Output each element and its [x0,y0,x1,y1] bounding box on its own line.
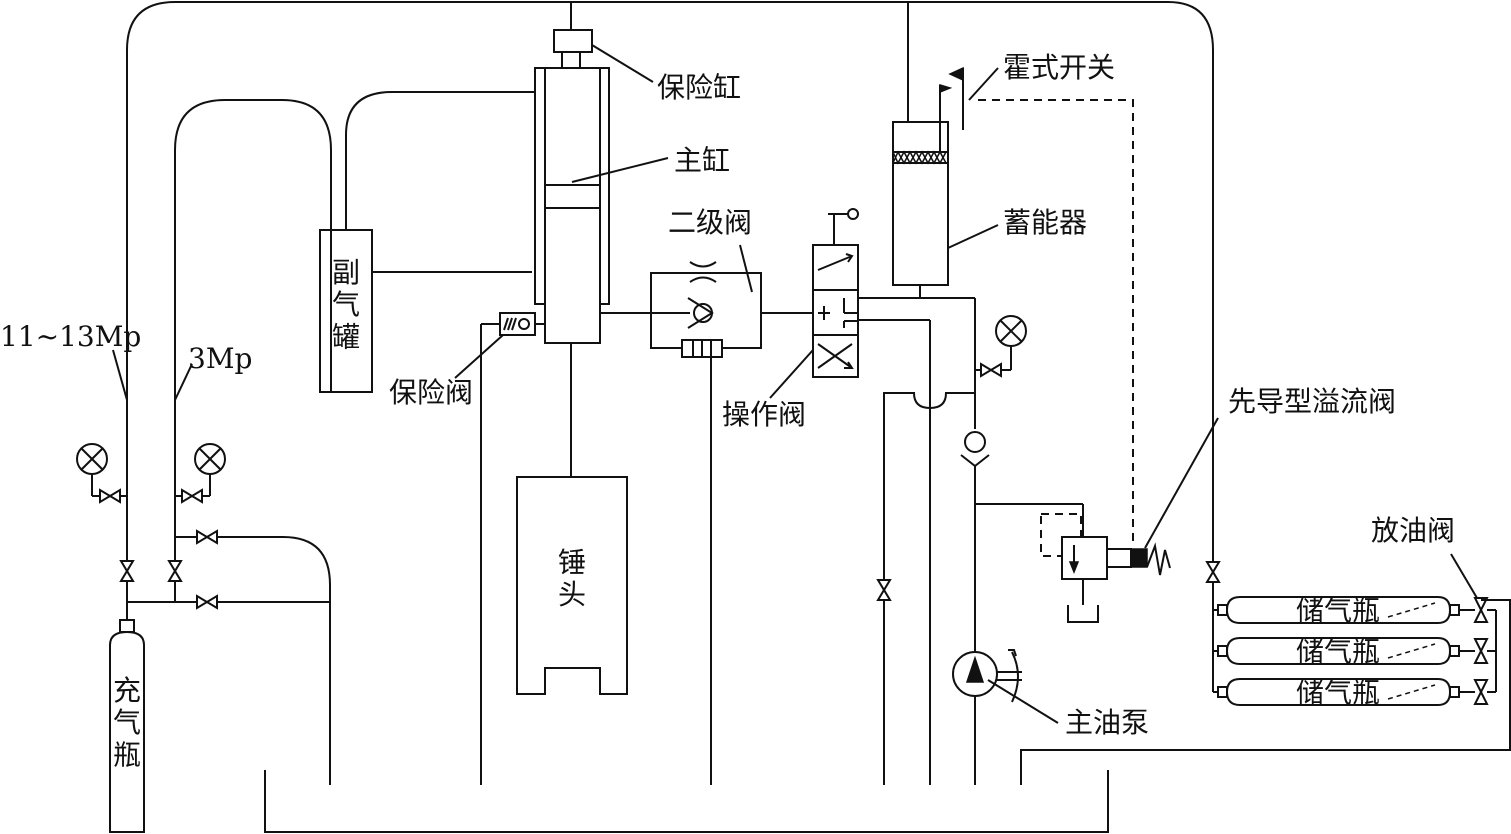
op-knob [847,208,859,220]
pipe [217,536,331,785]
gauge-high [76,443,108,497]
valve-gauge-low [175,488,203,504]
label-main-pump: 主油泵 [1065,706,1149,739]
valve-gauge-high [99,488,127,504]
relief-coil [1106,548,1132,568]
leader [987,679,1059,724]
relief-coil-core [1130,548,1148,568]
label-gas-bottle-1: 储气瓶 [1296,594,1380,627]
leader [769,349,814,399]
outer-gas-loop [126,0,1214,605]
relief-spring [1146,542,1171,576]
label-pressure-high: 11~13Mp [0,320,141,353]
secondary-orifice-1 [689,261,717,268]
check-valve [960,431,990,468]
pilot-relief-valve [1061,536,1108,580]
valve-branch-upper [196,529,218,545]
label-safety-valve: 保险阀 [389,376,473,409]
valve-return [876,579,892,601]
charge-bottle [109,619,145,833]
label-accumulator: 蓄能器 [1003,206,1087,239]
main-pump [952,649,1022,703]
aux-to-cylinder-pipe [345,91,545,230]
accumulator [892,121,949,286]
leader [739,244,753,293]
safety-cylinder [553,29,593,53]
secondary-orifice-2 [689,276,717,283]
label-hammer-head: 锤头 [558,546,586,611]
hammer-head [516,476,628,695]
low-pressure-loop [174,99,332,400]
label-aux-tank: 副气罐 [332,256,360,353]
gas-bottle-row-3 [1213,678,1496,706]
leader [571,157,669,183]
return-crossover [883,392,975,785]
valve-gauge-pump [975,362,1002,378]
gauge-low [194,443,226,497]
label-charge-bottle: 充气瓶 [113,674,141,771]
label-hall-switch: 霍式开关 [1003,51,1115,84]
label-gas-bottle-3: 储气瓶 [1296,676,1380,709]
leader [591,44,654,83]
drain-return-line [1020,599,1511,785]
label-pilot-relief-valve: 先导型溢流阀 [1228,385,1396,418]
label-operating-valve: 操作阀 [722,398,806,431]
leader [1450,553,1478,599]
label-safety-cylinder: 保险缸 [657,71,741,104]
label-oil-drain-valve: 放油阀 [1371,514,1455,547]
gas-bottle-row-2 [1213,637,1496,665]
oil-tank [264,770,1109,833]
operating-valve [812,244,859,378]
safety-valve [499,312,536,336]
leader [1144,417,1219,549]
relief-tank [1067,605,1099,623]
gas-bottle-row-1 [1213,596,1496,624]
valve-vertical-low [167,560,183,582]
leader [174,363,193,401]
valve-branch-lower [196,594,218,610]
main-cylinder [534,67,610,344]
hall-signal-line [978,99,1134,543]
leader [968,67,999,101]
leader [112,349,128,401]
label-secondary-valve: 二级阀 [668,206,752,239]
hall-flag-2 [948,66,964,82]
label-gas-bottle-2: 储气瓶 [1296,635,1380,668]
label-pressure-low: 3Mp [188,342,252,375]
secondary-seat [687,297,714,329]
hall-flag-1 [939,83,953,94]
valve-vertical-high [119,560,135,582]
label-main-cylinder: 主缸 [674,144,730,177]
leader [454,334,504,379]
gauge-pump [995,315,1027,371]
valve-bottles-vertical [1205,561,1221,583]
aux-tank [319,229,373,393]
leader [947,224,999,249]
